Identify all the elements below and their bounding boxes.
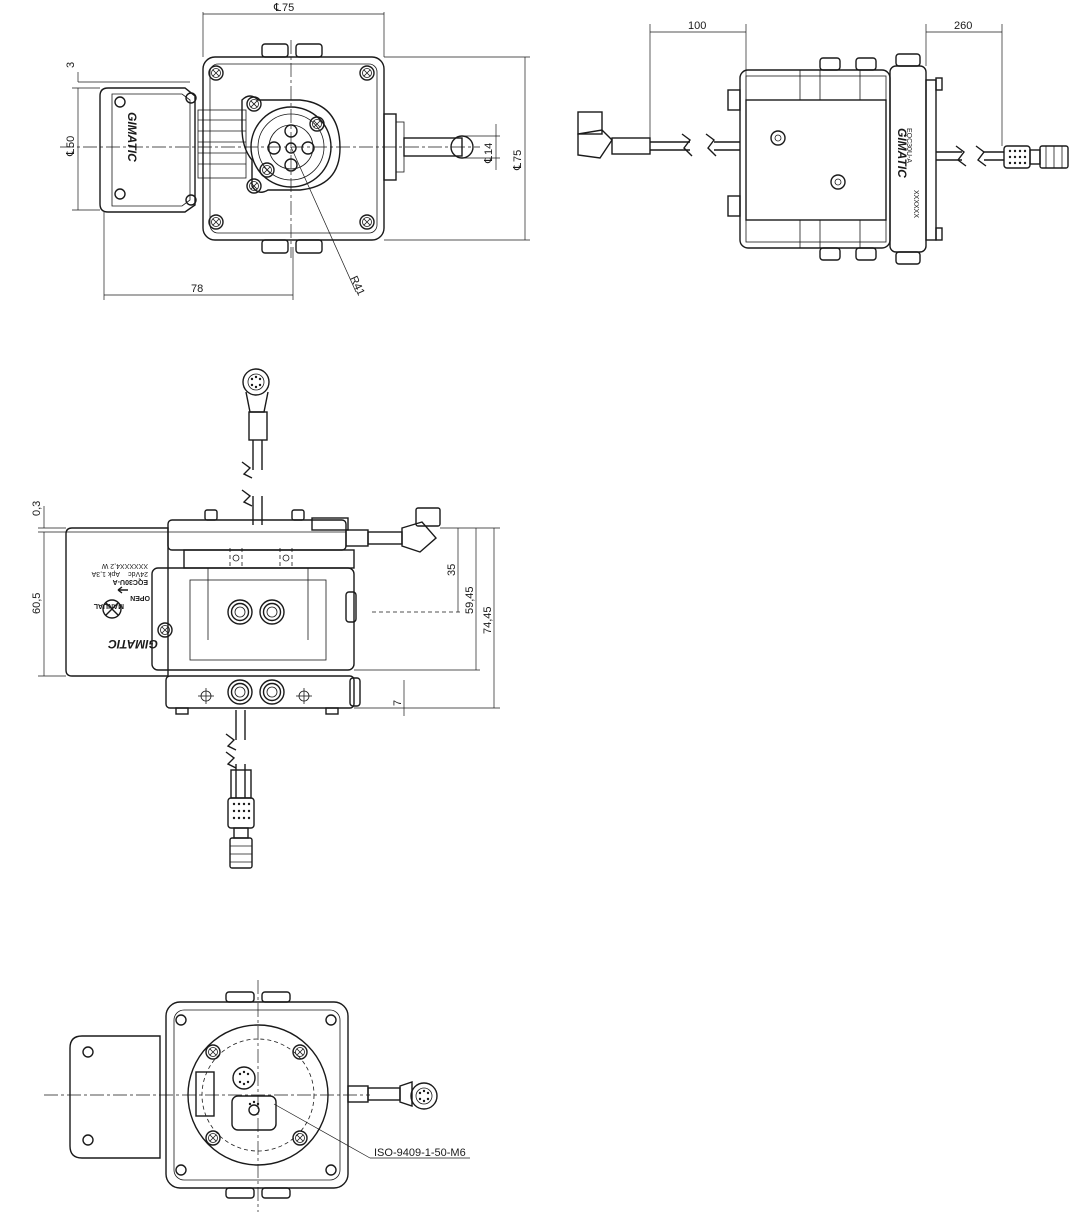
bottom-plate <box>165 675 355 709</box>
bottom-connector-port <box>232 1066 256 1090</box>
side-body <box>739 69 891 249</box>
dim-left-offset: 3 <box>65 62 77 68</box>
dim-pitch: 50 <box>65 136 77 148</box>
dim-cable-left: 100 <box>688 20 706 32</box>
motor-housing <box>99 87 196 213</box>
front-view: MANUAL OPEN GIMATIC EQC30U-A 24Vdc Apk 1… <box>31 368 500 869</box>
current-label: Apk 1,3A <box>91 570 120 577</box>
left-connector <box>577 111 603 135</box>
dim-body: 60,5 <box>31 593 43 614</box>
svg-text:℄: ℄ <box>65 149 77 157</box>
manual-label: MANUAL <box>93 602 124 609</box>
dim-cable-right: 260 <box>954 20 972 32</box>
dim-radius: R41 <box>347 274 366 297</box>
front-motor-housing <box>65 527 169 677</box>
open-label: OPEN <box>130 594 150 601</box>
manual-knob-icon[interactable] <box>102 599 122 619</box>
dim-top: 0,3 <box>31 501 43 516</box>
voltage-label: 24Vdc <box>128 570 148 577</box>
dim-plate: 7 <box>392 700 404 706</box>
serial-label-side: XXXXXX <box>912 190 919 218</box>
model-label-side: EQC30U-A <box>905 128 912 163</box>
bottom-connector <box>227 797 255 829</box>
side-view: GIMATIC EQC30U-A XXXXXX 100 260 <box>577 20 1069 265</box>
dim-total: 74,45 <box>482 606 494 634</box>
model-label-front: EQC30U-A <box>113 578 148 585</box>
brand-logo-front: GIMATIC <box>108 637 158 651</box>
flange-note: ISO-9409-1-50-M6 <box>374 1147 466 1159</box>
top-view: 75 ℄ 75 ℄ 50 ℄ 3 14 ℄ R41 78 GIMATIC <box>60 2 530 300</box>
housing-ribs <box>197 109 247 179</box>
dim-height: 75 <box>512 150 524 162</box>
svg-text:℄: ℄ <box>273 2 281 14</box>
top-connector <box>242 368 270 396</box>
svg-text:℄: ℄ <box>483 156 495 164</box>
brand-logo-top: GIMATIC <box>125 112 139 162</box>
bottom-motor-housing <box>69 1035 161 1159</box>
power-label: 4,2 W <box>101 562 120 569</box>
central-flange <box>241 95 341 193</box>
serial-label-front: XXXXXX <box>120 562 148 569</box>
brand-logo-side: GIMATIC <box>895 128 909 178</box>
main-body <box>202 56 385 241</box>
bottom-view: ISO-9409-1-50-M6 <box>44 980 470 1212</box>
dim-mid: 59,45 <box>464 586 476 614</box>
dim-pin: 14 <box>483 143 495 155</box>
dim-length: 78 <box>191 283 203 295</box>
svg-text:℄: ℄ <box>512 163 524 171</box>
dim-port: 35 <box>446 564 458 576</box>
dim-width: 75 <box>282 2 294 14</box>
